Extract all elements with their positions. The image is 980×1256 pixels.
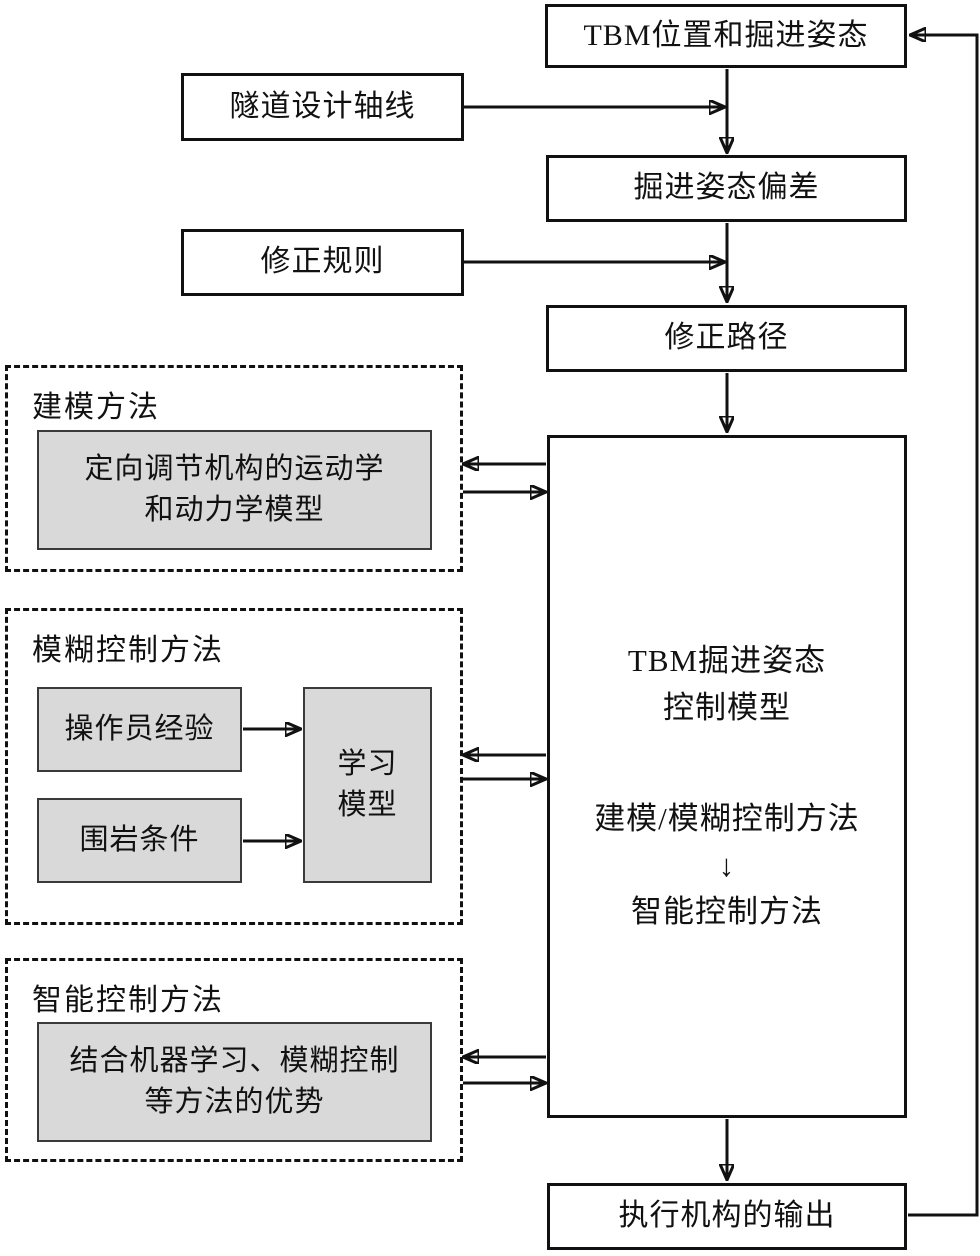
- item-learning-model: 学习 模型: [303, 687, 432, 883]
- group-intelligent-control-method-label: 智能控制方法: [32, 984, 224, 1017]
- item-operator-experience: 操作员经验: [37, 687, 242, 772]
- control-model-evolution: 建模/模糊控制方法 ↓ 智能控制方法: [594, 801, 860, 929]
- box-tunnel-design-axis: 隧道设计轴线: [181, 73, 464, 141]
- item-kinematics-dynamics-model: 定向调节机构的运动学 和动力学模型: [37, 430, 432, 550]
- box-actuator-output: 执行机构的输出: [547, 1183, 907, 1250]
- box-attitude-deviation: 掘进姿态偏差: [546, 155, 907, 222]
- box-control-model: TBM掘进姿态 控制模型 建模/模糊控制方法 ↓ 智能控制方法: [547, 435, 907, 1118]
- group-modeling-method-label: 建模方法: [32, 391, 160, 424]
- item-surrounding-rock-condition: 围岩条件: [37, 798, 242, 883]
- box-tbm-position-attitude: TBM位置和掘进姿态: [545, 4, 907, 68]
- arrow-output-feedback-to-tbm: [908, 35, 979, 1217]
- box-correction-path: 修正路径: [546, 305, 907, 372]
- box-correction-rules: 修正规则: [181, 229, 464, 296]
- item-combined-methods-advantage: 结合机器学习、模糊控制 等方法的优势: [37, 1022, 432, 1142]
- control-model-title: TBM掘进姿态 控制模型: [627, 643, 827, 725]
- group-fuzzy-control-method-label: 模糊控制方法: [32, 634, 224, 667]
